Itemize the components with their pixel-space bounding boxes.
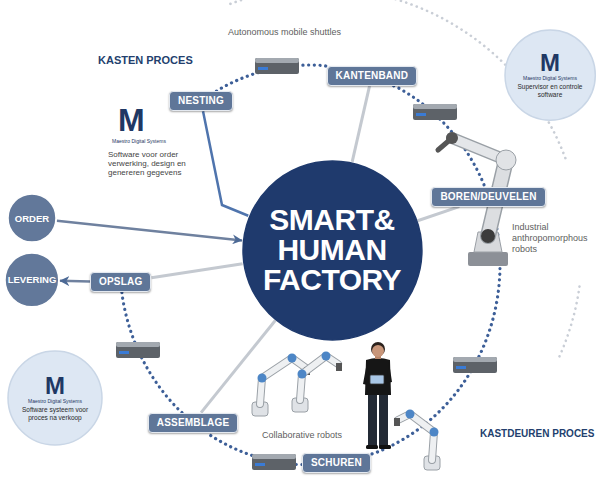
station-box: SCHUREN	[302, 453, 371, 473]
shuttle-top	[116, 342, 160, 347]
station-name: BOREN/DEUVELEN	[440, 191, 536, 203]
cobot-arm	[300, 356, 338, 400]
component-note: Autonomous mobile shuttles	[228, 27, 341, 38]
shuttle-top	[413, 104, 457, 109]
connector-line	[60, 280, 90, 283]
connector-line	[57, 221, 242, 241]
shuttle-body	[255, 58, 299, 74]
station-name: NESTING	[178, 95, 224, 107]
circle-outline	[5, 253, 59, 307]
shuttle-top	[252, 454, 296, 459]
hub-title: SMART& HUMAN FACTORY	[257, 205, 407, 295]
mobile-shuttle	[252, 454, 296, 470]
circle-outline	[8, 194, 56, 242]
mobile-shuttle	[413, 104, 457, 120]
station-name: ASSEMBLAGE	[157, 417, 230, 429]
connector-line	[418, 207, 460, 221]
station-box: KANTENBAND	[327, 66, 418, 86]
shuttle-light	[456, 366, 466, 369]
software-caption: Software voor order verwerking, design e…	[108, 150, 203, 178]
robot-tool	[438, 138, 452, 150]
flow-name: ORDER	[15, 213, 49, 224]
cobot-joint	[322, 352, 331, 361]
logo-letter: M	[18, 374, 92, 398]
shuttle-body	[116, 342, 160, 358]
cobot-arm-outline	[398, 414, 434, 460]
circle-outline	[8, 351, 102, 445]
shuttle-top	[453, 357, 497, 362]
logo-letter: M	[118, 104, 145, 136]
circle-outline	[505, 30, 595, 120]
logo-brand: Maestro Digital Systems	[18, 398, 92, 404]
human-operator	[363, 342, 392, 449]
mobile-shuttle	[453, 357, 497, 373]
operator-shoe	[379, 445, 391, 449]
station-name: OPSLAG	[99, 276, 142, 288]
station-name: KANTENBAND	[336, 70, 409, 82]
operator-leg	[379, 393, 388, 447]
connector-line	[151, 264, 242, 278]
operator-hair	[371, 342, 385, 356]
logo-brand: Maestro Digital Systems	[514, 75, 586, 81]
software-circle: MMaestro Digital SystemsSupervisor en co…	[504, 29, 596, 121]
cobot-joint	[406, 410, 415, 419]
collaborative-robot	[394, 410, 440, 471]
cobot-gripper	[336, 363, 342, 371]
logo-brand: Maestro Digital Systems	[112, 138, 166, 144]
station-box: ASSEMBLAGE	[148, 413, 239, 433]
mobile-shuttle	[255, 58, 299, 74]
connector-line	[203, 111, 248, 216]
shuttle-body	[252, 454, 296, 470]
collaborative-robot	[292, 352, 342, 413]
connector-line	[352, 86, 369, 162]
shuttle-light	[255, 463, 265, 466]
software-caption: Supervisor en controle software	[514, 83, 586, 99]
logo-letter: M	[514, 51, 586, 75]
operator-face	[372, 345, 384, 357]
circle-outline	[243, 161, 422, 340]
operator-tablet	[370, 375, 384, 384]
component-note: Collaborative robots	[262, 430, 342, 441]
operator-shirt	[365, 358, 391, 395]
robot-base	[468, 252, 508, 266]
operator-shoe	[366, 445, 378, 449]
flow-circle: LEVERING	[4, 252, 60, 308]
cobot-gripper	[394, 418, 400, 426]
operator-leg	[368, 393, 377, 447]
process-heading: KASTDEUREN PROCES	[480, 428, 594, 439]
software-caption: Software systeem voor proces na verkoop	[18, 406, 92, 422]
cobot-joint	[298, 370, 307, 379]
shuttle-light	[416, 113, 426, 116]
flow-circle: ORDER	[7, 193, 57, 243]
robot-motor	[481, 229, 495, 243]
shuttle-route	[394, 86, 485, 187]
cobot-arm	[398, 414, 434, 460]
flow-name: LEVERING	[8, 274, 57, 285]
component-note: Industrial anthropomorphous robots	[512, 222, 596, 254]
cobot-joint	[430, 428, 439, 437]
robot-elbow	[496, 150, 516, 170]
cobot-arm-outline	[300, 356, 338, 400]
hub-circle: SMART& HUMAN FACTORY	[242, 160, 423, 341]
software-circle: MMaestro Digital SystemsSoftware systeem…	[7, 350, 103, 446]
station-name: SCHUREN	[311, 457, 362, 469]
cobot-joint	[258, 374, 267, 383]
station-box: OPSLAG	[90, 272, 151, 292]
station-box: NESTING	[169, 91, 233, 111]
cobot-joint	[288, 354, 297, 363]
shuttle-body	[413, 104, 457, 120]
shuttle-light	[258, 67, 268, 70]
outer-dotted-ring	[558, 287, 580, 361]
mobile-shuttle	[116, 342, 160, 358]
shuttle-light	[119, 351, 129, 354]
shuttle-top	[255, 58, 299, 63]
shuttle-body	[453, 357, 497, 373]
station-box: BOREN/DEUVELEN	[431, 187, 545, 207]
process-heading: KASTEN PROCES	[98, 54, 193, 66]
